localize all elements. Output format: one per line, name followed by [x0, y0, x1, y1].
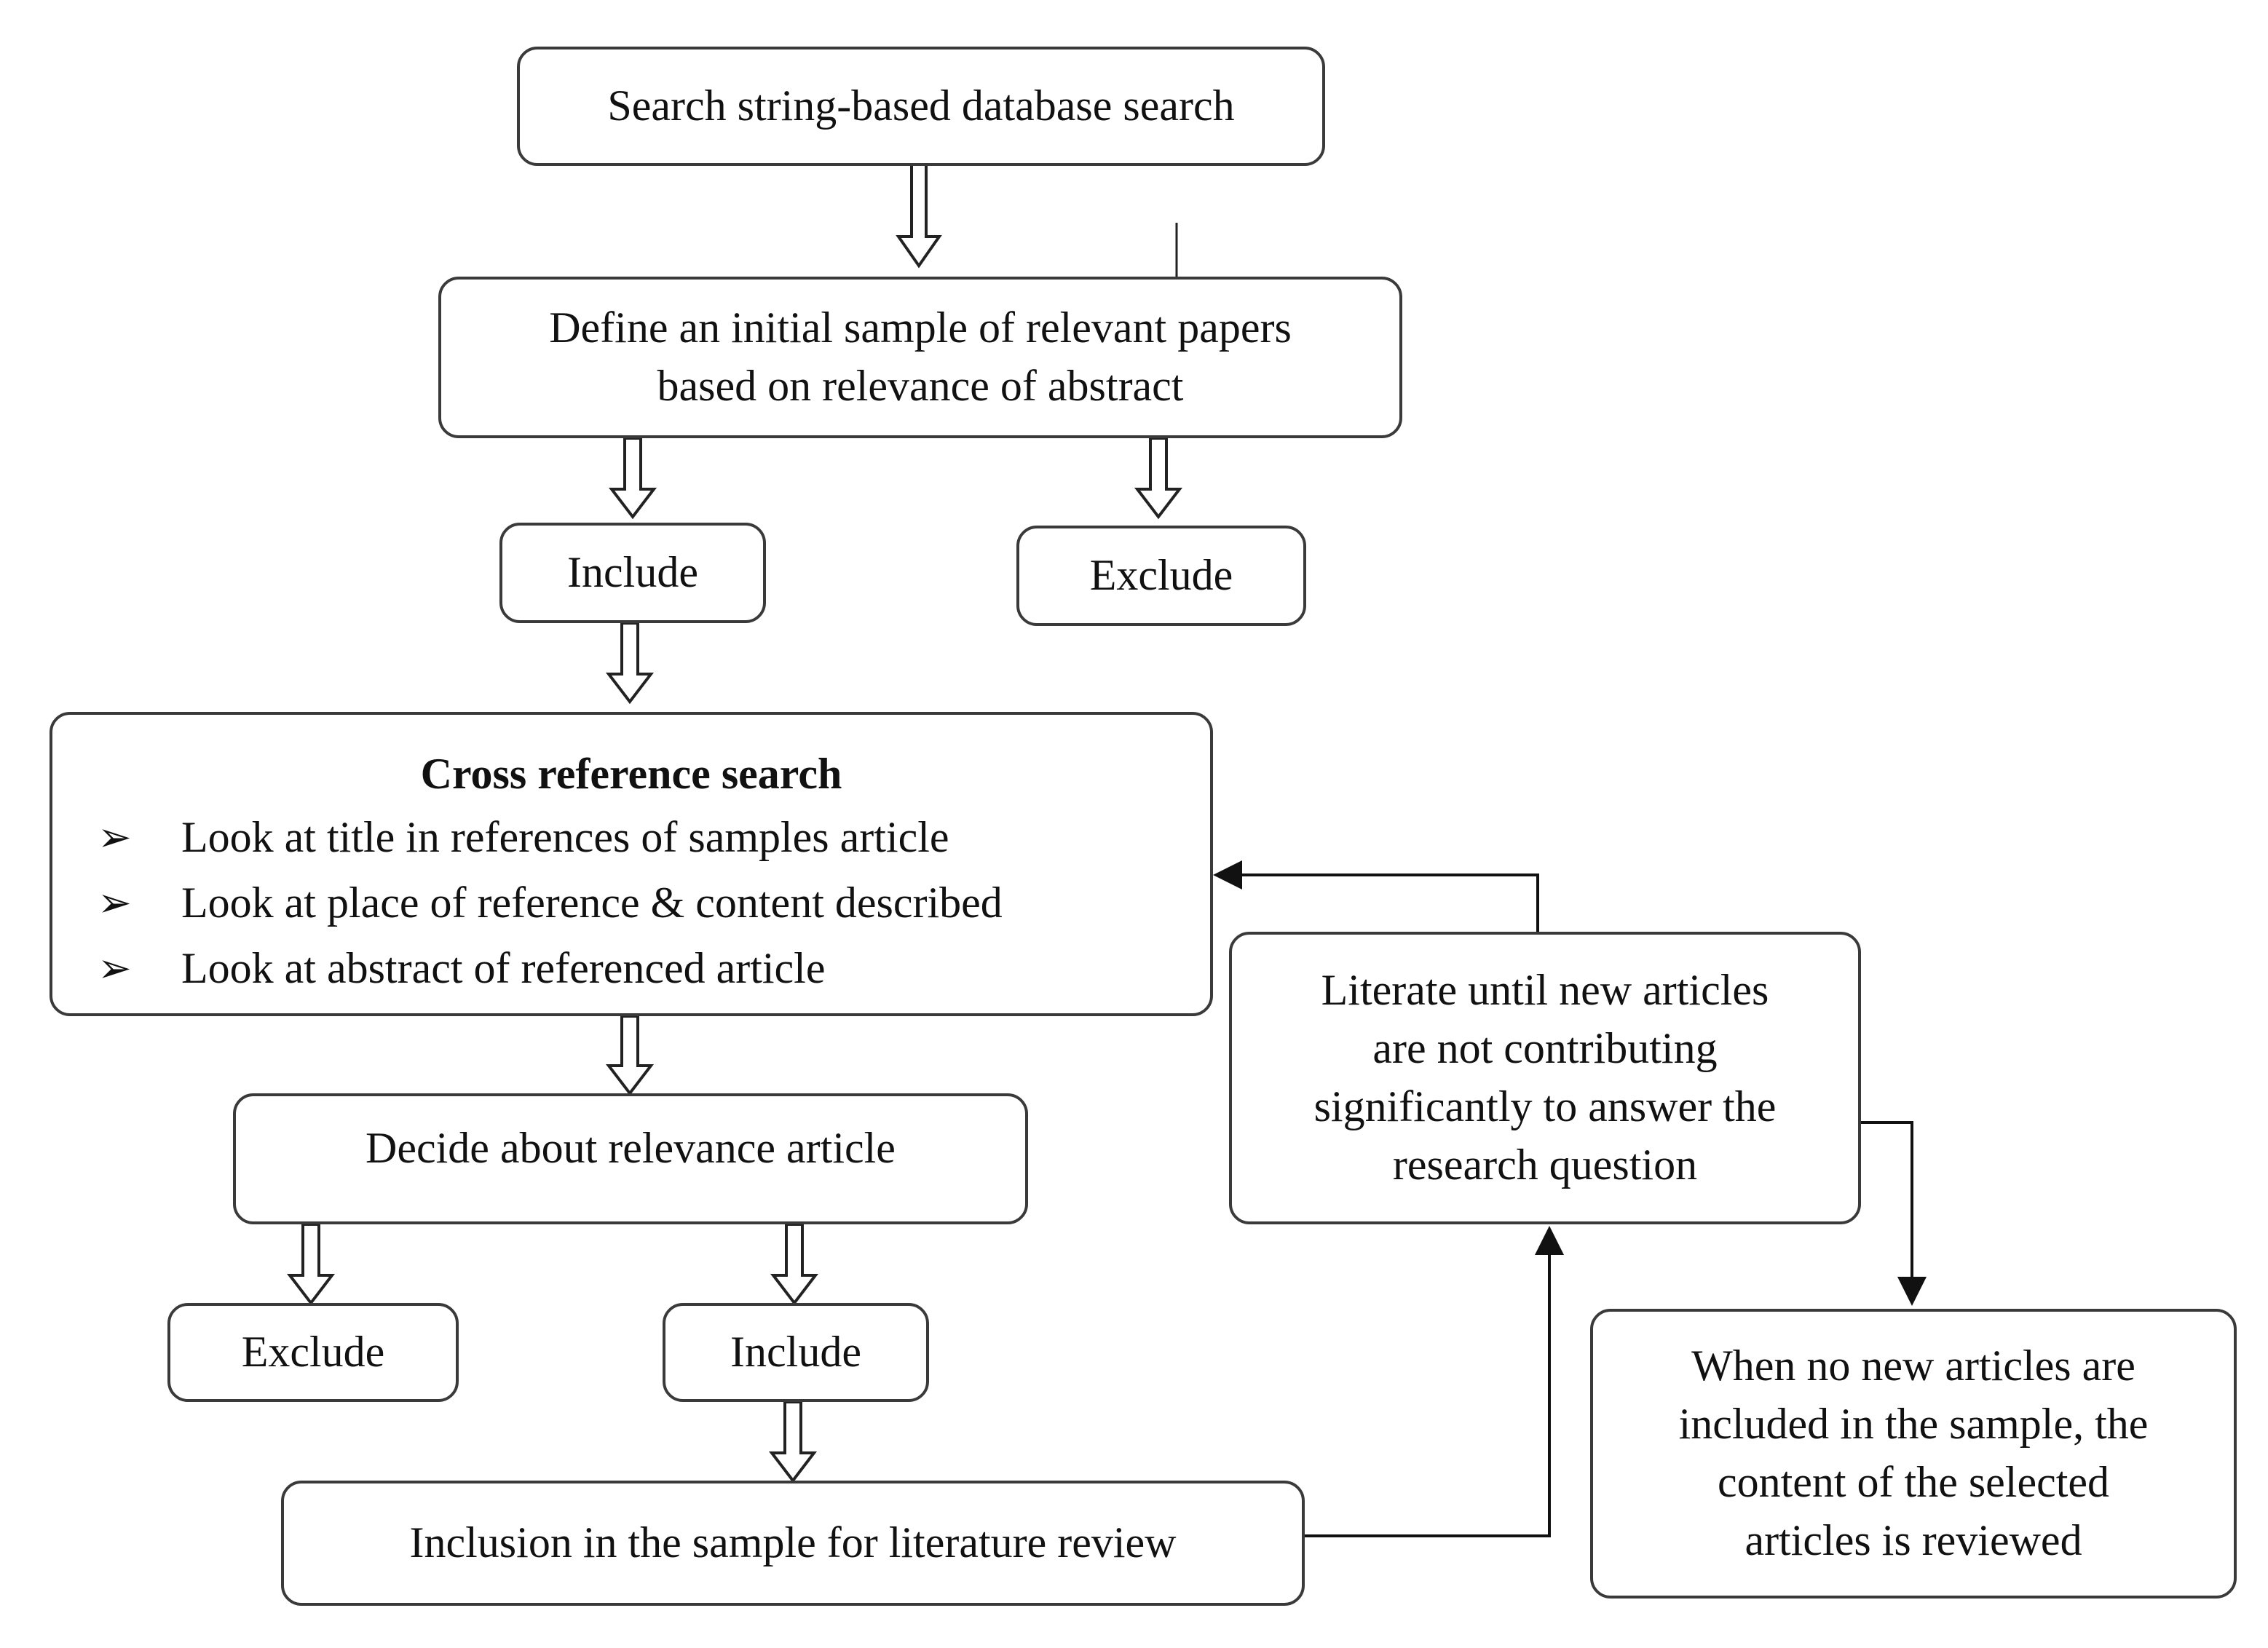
exclude-box-second: Exclude [167, 1303, 459, 1402]
arrow-cross-to-decide [605, 1015, 655, 1096]
literate-text-line: research question [1392, 1140, 1698, 1189]
arrow-decide-to-exclude [286, 1223, 336, 1306]
literate-text-line: are not contributing [1372, 1024, 1718, 1073]
exclude-box-first: Exclude [1016, 526, 1306, 626]
final-review-text-line: included in the sample, the [1678, 1400, 2149, 1449]
final-review-text-line: articles is reviewed [1745, 1516, 2082, 1564]
cross-reference-box: Cross reference search ➢ Look at title i… [50, 712, 1213, 1016]
cross-reference-title: Cross reference search [420, 750, 842, 798]
exclude-label-first: Exclude [1089, 551, 1233, 600]
include-label-first: Include [567, 548, 698, 597]
arrow-initial-to-include [608, 437, 657, 520]
initial-sample-text-line2: based on relevance of abstract [657, 362, 1184, 410]
arrow-bullet-icon: ➢ [98, 946, 132, 991]
final-review-text-line: content of the selected [1717, 1458, 2110, 1506]
arrow-decide-to-include [770, 1223, 819, 1306]
arrow-inclusion-to-literate [1305, 1226, 1564, 1537]
literate-box: Literate until new articles are not cont… [1229, 932, 1861, 1224]
arrow-bullet-icon: ➢ [98, 815, 132, 860]
initial-sample-text-line1: Define an initial sample of relevant pap… [549, 304, 1292, 352]
decide-relevance-text: Decide about relevance article [366, 1124, 896, 1172]
inclusion-sample-text: Inclusion in the sample for literature r… [409, 1518, 1177, 1567]
include-box-first: Include [499, 523, 766, 623]
literate-text-line: Literate until new articles [1321, 966, 1769, 1015]
arrow-literate-to-final [1861, 1121, 1927, 1306]
search-step-box: Search string-based database search [517, 47, 1325, 166]
final-review-box: When no new articles are included in the… [1590, 1309, 2237, 1599]
arrow-literate-to-cross [1213, 860, 1539, 932]
cross-reference-bullets: ➢ Look at title in references of samples… [98, 805, 1003, 1002]
include-label-second: Include [730, 1328, 861, 1376]
exclude-label-second: Exclude [241, 1328, 385, 1376]
search-step-text: Search string-based database search [607, 82, 1235, 130]
cross-reference-item: Look at title in references of samples a… [181, 812, 949, 861]
literate-text-line: significantly to answer the [1313, 1082, 1777, 1130]
arrow-include-to-cross [605, 622, 655, 705]
arrow-search-to-initial [896, 163, 942, 269]
cross-reference-bullet: ➢ Look at place of reference & content d… [98, 871, 1003, 936]
arrow-bullet-icon: ➢ [98, 880, 132, 926]
decide-relevance-box: Decide about relevance article [233, 1093, 1028, 1224]
arrow-initial-to-exclude [1134, 437, 1183, 520]
include-box-second: Include [663, 1303, 929, 1402]
arrow-include-to-inclusion [768, 1401, 818, 1483]
final-review-text-line: When no new articles are [1691, 1342, 2135, 1390]
cross-reference-bullet: ➢ Look at title in references of samples… [98, 805, 1003, 871]
cross-reference-item: Look at abstract of referenced article [181, 943, 826, 992]
initial-sample-box: Define an initial sample of relevant pap… [438, 277, 1402, 438]
inclusion-sample-box: Inclusion in the sample for literature r… [281, 1481, 1305, 1606]
cross-reference-bullet: ➢ Look at abstract of referenced article [98, 936, 1003, 1002]
cross-reference-item: Look at place of reference & content des… [181, 878, 1003, 927]
